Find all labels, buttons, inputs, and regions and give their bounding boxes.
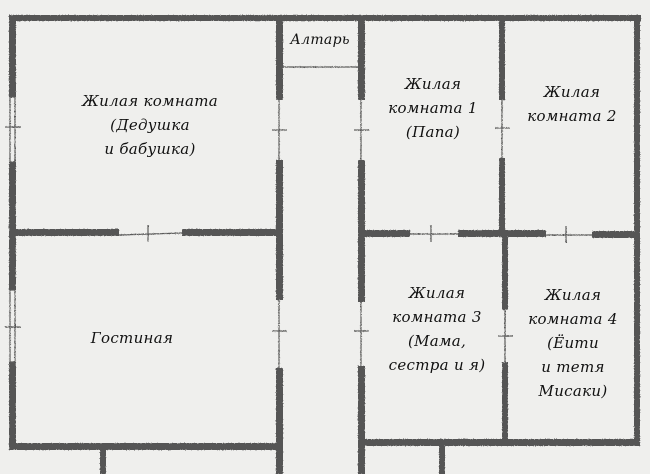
label-line: (Ёити xyxy=(547,334,599,352)
wall-stub-right xyxy=(439,443,445,474)
wall-top-outer xyxy=(9,15,641,21)
label-line: Гостиная xyxy=(90,329,174,347)
wall-div-top-2 xyxy=(499,158,505,234)
label-line: Жилая xyxy=(404,75,462,93)
label-line: Мисаки) xyxy=(538,382,608,400)
label-line: и бабушка) xyxy=(104,140,196,158)
label-line: комната 2 xyxy=(527,107,617,125)
wall-corridor-right-1 xyxy=(358,15,365,100)
room-label-room3: Жилая комната 3 (Мама, сестра и я) xyxy=(389,281,486,377)
wall-left-block-right-1 xyxy=(276,15,283,100)
wall-div-bot-2 xyxy=(502,362,508,444)
walls xyxy=(9,15,641,474)
label-line: (Папа) xyxy=(405,123,461,141)
wall-left-block-right-3 xyxy=(276,368,283,474)
wall-left-upper xyxy=(9,15,16,97)
label-line: (Мама, xyxy=(407,332,467,350)
label-line: комната 4 xyxy=(528,310,618,328)
wall-right-outer xyxy=(634,15,640,443)
wall-left-mid xyxy=(9,162,16,290)
wall-mid-right-c xyxy=(592,231,640,238)
wall-mid-right-a xyxy=(362,230,410,237)
label-line: Жилая xyxy=(408,284,466,302)
wall-mid-left-a xyxy=(9,229,119,236)
wall-div-top-1 xyxy=(499,15,505,100)
label-line: Алтарь xyxy=(290,32,350,48)
room-label-room2: Жилая комната 2 xyxy=(527,80,616,128)
label-line: сестра и я) xyxy=(388,356,486,374)
label-line: (Дедушка xyxy=(110,116,190,134)
wall-bottom-right xyxy=(362,439,640,446)
wall-left-lower xyxy=(9,362,16,450)
wall-corridor-right-2 xyxy=(358,160,365,302)
wall-bottom-left xyxy=(9,443,281,450)
label-line: и тетя xyxy=(541,358,605,376)
room-label-grandparents: Жилая комната (Дедушка и бабушка) xyxy=(82,89,218,161)
label-line: Жилая комната xyxy=(81,92,219,110)
window-left-lower xyxy=(9,289,16,363)
label-line: комната 3 xyxy=(392,308,482,326)
room-label-altar: Алтарь xyxy=(290,28,350,52)
room-label-room1: Жилая комната 1 (Папа) xyxy=(388,72,477,144)
wall-mid-left-b xyxy=(182,229,280,236)
wall-corridor-right-3 xyxy=(358,366,365,474)
room-label-room4: Жилая комната 4 (Ёити и тетя Мисаки) xyxy=(528,283,617,403)
wall-div-bot-1 xyxy=(502,232,508,310)
room-label-living-room: Гостиная xyxy=(91,326,173,350)
label-line: Жилая xyxy=(543,83,601,101)
thin-lines xyxy=(5,66,592,368)
window-left-upper xyxy=(9,96,16,163)
wall-stub-left xyxy=(100,448,106,474)
label-line: комната 1 xyxy=(388,99,478,117)
label-line: Жилая xyxy=(544,286,602,304)
